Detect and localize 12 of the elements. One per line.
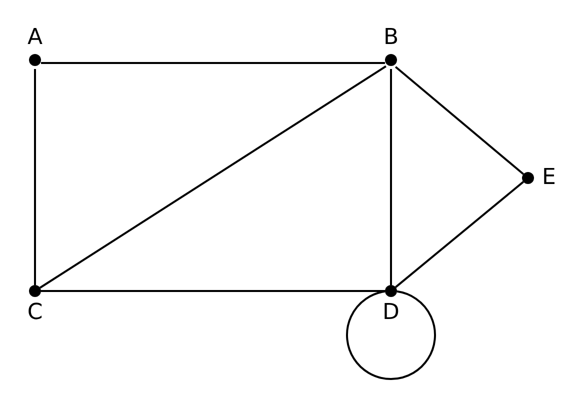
self-loop xyxy=(346,290,436,380)
graph-edge xyxy=(395,181,524,288)
graph-edge xyxy=(40,65,386,289)
vertex-label: E xyxy=(542,166,556,190)
graph-edge xyxy=(41,290,385,292)
graph-edge xyxy=(34,69,36,285)
vertex-label: B xyxy=(383,26,399,50)
vertex-label: C xyxy=(27,301,43,325)
graph-edge xyxy=(41,62,385,64)
vertex-label: D xyxy=(382,301,400,325)
vertex-label: A xyxy=(27,26,43,50)
graph-edge xyxy=(390,69,392,285)
